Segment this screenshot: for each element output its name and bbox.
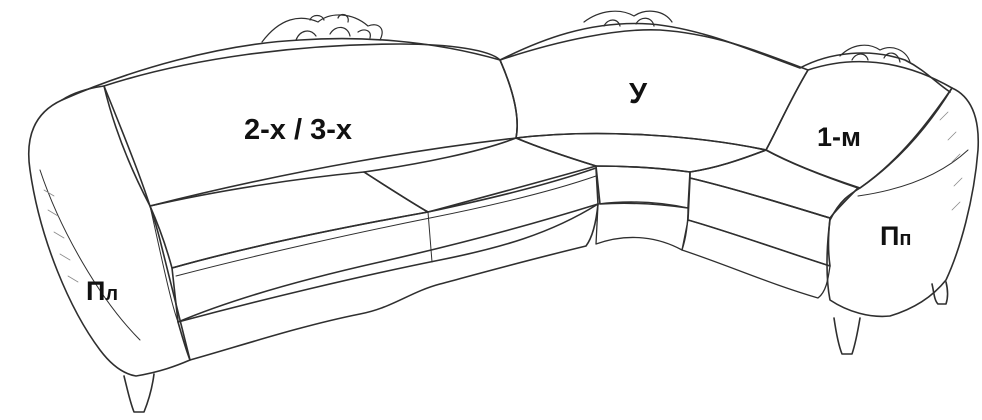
crest-ornament-left bbox=[261, 13, 383, 43]
seat-front-left bbox=[171, 167, 599, 323]
section-1-label: 1-м bbox=[817, 122, 861, 152]
armrest-left-label-main: П bbox=[86, 276, 106, 306]
armrest-right-label-main: П bbox=[880, 221, 900, 251]
armrest-left-label-sub: л bbox=[105, 283, 119, 305]
armrest-right-label-sub: п bbox=[899, 228, 912, 250]
corner-section-label: У bbox=[629, 78, 648, 110]
leg-front-left bbox=[123, 373, 155, 413]
base-apron-left bbox=[177, 203, 599, 361]
armrest-left bbox=[28, 85, 191, 377]
armrest-right-label: Пп bbox=[880, 223, 912, 250]
armrest-left-label: Пл bbox=[86, 278, 118, 305]
seat-front-right bbox=[687, 177, 831, 267]
section-2-3-label: 2-х / 3-х bbox=[244, 114, 352, 146]
armrest-right bbox=[826, 87, 980, 318]
backrest-outline bbox=[61, 22, 951, 101]
shading-hatches bbox=[43, 111, 963, 283]
leg-back-right bbox=[931, 281, 949, 305]
leg-front-right bbox=[833, 317, 861, 355]
back-cushion-corner bbox=[499, 28, 809, 151]
crest-ornament-right bbox=[839, 44, 911, 63]
